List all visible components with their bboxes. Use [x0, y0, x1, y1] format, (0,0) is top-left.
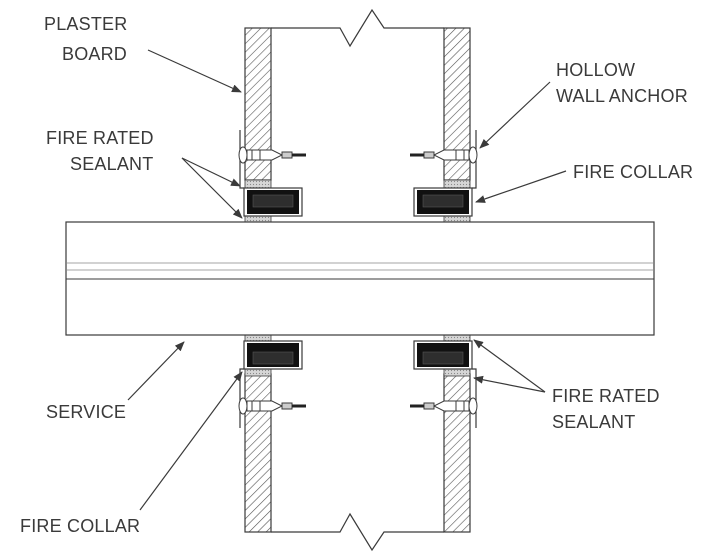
anchor-top-right — [410, 146, 478, 164]
labels: PLASTER BOARD HOLLOW WALL ANCHOR FIRE RA… — [20, 14, 693, 536]
sealant-top-left — [244, 179, 272, 189]
fire-collars — [243, 187, 473, 370]
fire-collar-bottom-left — [243, 340, 303, 370]
service-pipe — [65, 221, 655, 336]
leader-service — [127, 341, 185, 401]
fire-collar-top-left — [243, 187, 303, 217]
leader-sealant-top-1 — [181, 157, 241, 187]
label-hollow-wall-anchor-line1: HOLLOW — [556, 60, 635, 80]
leader-sealant-bottom-2 — [473, 375, 546, 393]
label-fire-rated-sealant-top-line1: FIRE RATED — [46, 128, 154, 148]
anchor-top-left — [238, 146, 306, 164]
leader-lines — [127, 49, 567, 511]
hollow-wall-anchors — [238, 146, 478, 415]
anchor-bottom-right — [410, 397, 478, 415]
bottom-break-line — [271, 512, 444, 552]
label-service: SERVICE — [46, 402, 126, 422]
label-plaster-board-line1: PLASTER — [44, 14, 127, 34]
leader-plaster-board — [147, 49, 242, 93]
right-plasterboard-bottom — [443, 373, 471, 533]
anchor-bottom-left — [238, 397, 306, 415]
right-plasterboard — [443, 27, 471, 533]
top-break-line — [271, 8, 444, 48]
label-fire-rated-sealant-bottom-line2: SEALANT — [552, 412, 635, 432]
leader-fire-collar-bottom — [139, 371, 243, 511]
break-lines — [271, 8, 444, 552]
left-plasterboard-bottom — [244, 373, 272, 533]
sealant-top-left-pipe — [244, 215, 272, 223]
fire-collar-top-right — [413, 187, 473, 217]
leader-fire-collar-top — [475, 170, 567, 203]
fire-collar-bottom-right — [413, 340, 473, 370]
label-fire-collar-bottom: FIRE COLLAR — [20, 516, 140, 536]
sealant-top-right-pipe — [443, 215, 471, 223]
leader-sealant-bottom-1 — [473, 339, 546, 393]
sealant-top-right — [443, 179, 471, 189]
sealant-bottom-right-pipe — [443, 334, 471, 342]
leader-sealant-top-2 — [181, 157, 243, 219]
label-hollow-wall-anchor-line2: WALL ANCHOR — [556, 86, 688, 106]
label-fire-rated-sealant-top-line2: SEALANT — [70, 154, 153, 174]
sealant-bottom-left-pipe — [244, 334, 272, 342]
label-fire-collar-top: FIRE COLLAR — [573, 162, 693, 182]
label-fire-rated-sealant-bottom-line1: FIRE RATED — [552, 386, 660, 406]
leader-hollow-wall-anchor — [479, 81, 551, 149]
label-plaster-board-line2: BOARD — [62, 44, 127, 64]
